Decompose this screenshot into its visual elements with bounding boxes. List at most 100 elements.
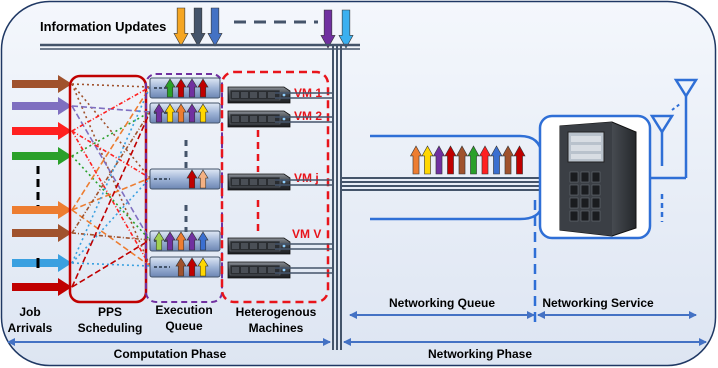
job-packet (186, 257, 198, 277)
drive-bay (591, 171, 601, 183)
info-bus (40, 43, 360, 50)
queue-slot (149, 168, 221, 190)
info-updates-label: Information Updates (40, 19, 166, 34)
update-arrow (190, 7, 206, 47)
network-packet (501, 145, 515, 175)
network-packet (432, 145, 446, 175)
job-packet (175, 257, 187, 277)
network-link-bundle (341, 177, 545, 191)
drive-bay (580, 184, 590, 196)
drive-bay (569, 171, 579, 183)
drive-bay (591, 210, 601, 222)
arrivals-label: Arrivals (8, 321, 53, 335)
execution-queues (149, 77, 221, 278)
scheduling-line (71, 83, 151, 267)
job-packet (197, 231, 209, 251)
computation-phase-label: Computation Phase (114, 347, 227, 361)
network-packets (409, 145, 526, 175)
update-arrows (173, 7, 354, 49)
job-packet (164, 78, 176, 98)
job-packet (153, 103, 165, 123)
drive-bay (569, 210, 579, 222)
drive-bay (580, 210, 590, 222)
job-packet (197, 103, 209, 123)
scheduling-label: Scheduling (78, 321, 143, 335)
queue-slot (149, 77, 221, 99)
job-packet (186, 78, 198, 98)
job-packet (164, 231, 176, 251)
queue-label: Queue (165, 319, 203, 333)
update-arrow (173, 7, 189, 47)
scheduling-line (71, 105, 151, 241)
scheduling-line (71, 86, 151, 132)
server-icon (227, 110, 291, 128)
pps-label: PPS (98, 305, 122, 319)
job-arrow (12, 278, 72, 296)
job-label: Job (19, 305, 40, 319)
networking-phase-label: Networking Phase (428, 347, 532, 361)
vmv-label: VM V (292, 227, 321, 241)
machines-label: Machines (249, 321, 304, 335)
scheduling-line (71, 86, 151, 211)
drive-bay (580, 197, 590, 209)
networking-queue-label: Networking Queue (389, 296, 495, 310)
scheduling-line (71, 177, 151, 211)
networking-service-label: Networking Service (542, 296, 654, 310)
antenna-signal-icon (671, 103, 681, 111)
tower-server-icon (559, 121, 637, 237)
drive-bay (591, 184, 601, 196)
scheduling-line (71, 86, 151, 264)
scheduling-line (71, 105, 151, 113)
update-arrow (320, 9, 336, 49)
server-icon (227, 261, 291, 279)
machine-bus-links (275, 92, 333, 274)
server-icon (227, 86, 291, 104)
job-packet (186, 169, 198, 189)
job-arrow (12, 254, 72, 272)
scheduling-line (71, 111, 151, 234)
job-arrivals (12, 75, 72, 296)
server-icon (227, 173, 291, 191)
queue-slot (149, 230, 221, 252)
scheduling-line (71, 262, 151, 267)
scheduling-line (71, 111, 151, 288)
job-packet (186, 231, 198, 251)
job-arrow (12, 224, 72, 242)
job-packet (197, 78, 209, 98)
job-arrow (12, 97, 72, 115)
job-packet (197, 257, 209, 277)
job-arrow (12, 201, 72, 219)
scheduling-line (71, 130, 151, 267)
vmj-label: VM j (294, 171, 319, 185)
scheduling-line (71, 232, 151, 241)
scheduling-line (71, 83, 151, 88)
central-bus (332, 45, 342, 350)
scheduling-line (71, 130, 151, 179)
server-icon (227, 237, 291, 255)
network-packet (444, 145, 457, 175)
update-arrow (207, 7, 223, 47)
scheduling-line (71, 239, 151, 288)
scheduling-line (71, 83, 151, 179)
drive-bay (569, 197, 579, 209)
vm-servers (227, 86, 291, 279)
scheduling-line (71, 209, 151, 267)
drive-bay (569, 184, 579, 196)
queue-slot (149, 256, 221, 278)
execution-label: Execution (155, 303, 212, 317)
job-packet (197, 169, 209, 189)
update-arrow (338, 9, 354, 49)
execution-queue-box (145, 73, 223, 303)
drive-bay (580, 171, 590, 183)
scheduling-line (71, 155, 151, 241)
job-arrow (12, 75, 72, 93)
job-packet (175, 231, 187, 251)
network-packet (455, 145, 469, 175)
job-packet (175, 103, 187, 123)
queue-slot (149, 102, 221, 124)
job-packet (186, 103, 198, 123)
network-packet (490, 145, 503, 175)
pps-scheduling-box (68, 74, 148, 304)
